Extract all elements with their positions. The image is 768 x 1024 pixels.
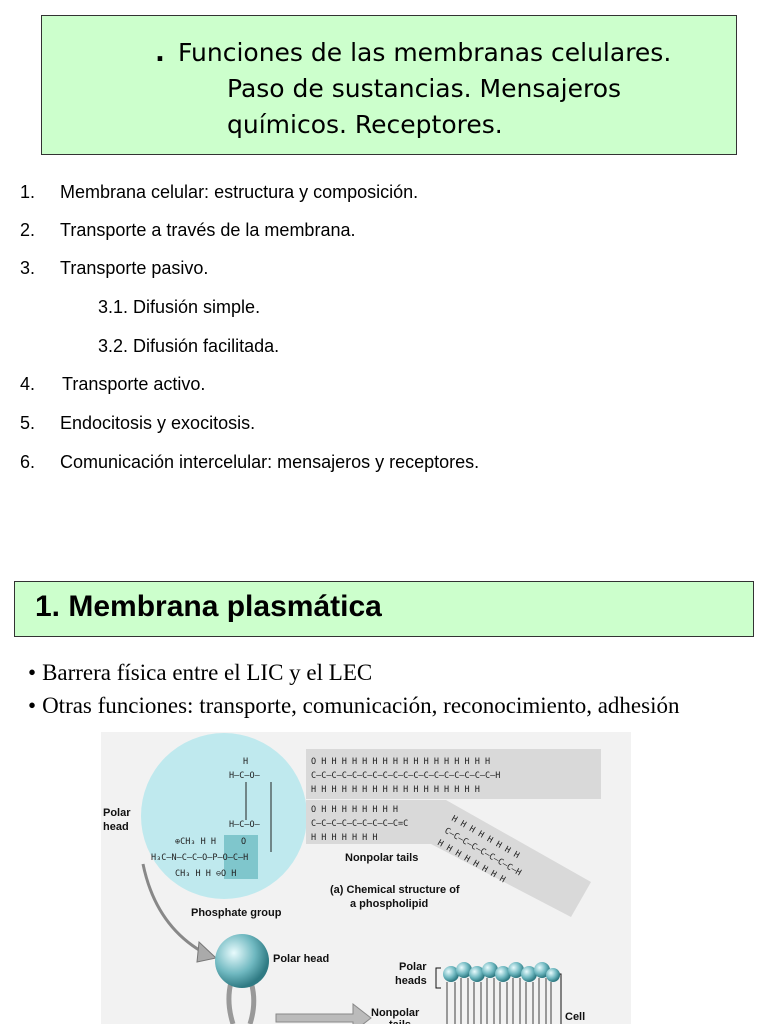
curved-arrow xyxy=(141,863,207,956)
bracket xyxy=(435,967,441,989)
bullet-item: •Otras funciones: transporte, comunicaci… xyxy=(28,689,679,722)
bullet-list: •Barrera física entre el LIC y el LEC •O… xyxy=(28,656,679,722)
caption-a: (a) Chemical structure of xyxy=(330,884,460,896)
chem-text: CH₃ H H ⊖O H xyxy=(175,869,236,879)
toc-number: 1. xyxy=(20,182,36,202)
toc-text: Transporte a través de la membrana. xyxy=(60,220,356,240)
toc-number: 4. xyxy=(20,374,36,394)
polar-head-sphere xyxy=(215,934,269,988)
nonpolar-tails-label: Nonpolar tails xyxy=(345,852,418,864)
title-bullet: . xyxy=(155,38,165,68)
nonpolar-label: Nonpolar xyxy=(371,1007,420,1019)
polar-heads-label: Polar xyxy=(399,961,427,973)
toc-number: 6. xyxy=(20,452,36,472)
bilayer-tails xyxy=(446,978,552,1024)
toc-text: Endocitosis y exocitosis. xyxy=(60,413,256,433)
tail-band-2 xyxy=(306,800,591,917)
phosphate-box xyxy=(224,835,258,879)
chem-text: C–C–C–C–C–C–C–C–C–C–C–C–C–C–C–C–C–C–H xyxy=(311,771,500,781)
section-heading-box: 1. Membrana plasmática xyxy=(14,581,754,637)
toc-number: 2. xyxy=(20,220,36,240)
tail-line xyxy=(226,981,236,1024)
tails-label: tails xyxy=(389,1019,411,1024)
chem-text: H H H H H H H H H H H H H H H H H xyxy=(311,785,480,795)
chem-text: H–C–O– xyxy=(229,771,261,781)
tail-band-1 xyxy=(306,749,601,799)
bilayer-heads xyxy=(443,962,560,982)
bullet-text: Barrera física entre el LIC y el LEC xyxy=(42,660,373,685)
chem-text: ⊕CH₃ H H xyxy=(175,837,216,847)
toc-text: Transporte pasivo. xyxy=(60,258,209,278)
toc-text: Comunicación intercelular: mensajeros y … xyxy=(60,452,480,472)
toc-subitem-text: 3.1. Difusión simple. xyxy=(98,297,261,317)
toc-text: Membrana celular: estructura y composici… xyxy=(60,182,419,202)
chem-text: H xyxy=(243,757,248,767)
title-box: . Funciones de las membranas celulares. … xyxy=(41,15,737,155)
chem-text: H₃C–N–C–C–O–P–O–C–H xyxy=(151,853,248,863)
title-line-2: Paso de sustancias. Mensajeros xyxy=(227,74,622,103)
chem-text: H–C–O– xyxy=(229,820,261,830)
chem-text: O H H H H H H H H xyxy=(311,805,398,815)
arrow-head xyxy=(196,940,218,963)
title-line-1: Funciones de las membranas celulares. xyxy=(178,38,672,67)
toc-text: Transporte activo. xyxy=(62,374,206,394)
bullet-dot: • xyxy=(28,693,37,718)
toc-subitem-text: 3.2. Difusión facilitada. xyxy=(98,336,280,356)
chem-text: O xyxy=(241,837,246,847)
cell-label: Cell xyxy=(565,1011,585,1023)
chem-text: O H H H H H H H H H H H H H H H H H xyxy=(311,757,490,767)
phosphate-label: Phosphate group xyxy=(191,907,282,919)
chem-text: C–C–C–C–C–C–C–C–C=C xyxy=(311,819,408,829)
bullet-dot: • xyxy=(28,660,37,685)
section-heading: 1. Membrana plasmática xyxy=(35,590,382,623)
title-line-3: químicos. Receptores. xyxy=(227,110,503,139)
polar-head-label: Polar xyxy=(103,807,131,819)
chem-text: H H H H H H H xyxy=(311,833,378,843)
tail-line xyxy=(247,981,257,1024)
bullet-text: Otras funciones: transporte, comunicació… xyxy=(42,693,680,718)
bullet-item: •Barrera física entre el LIC y el LEC xyxy=(28,656,679,689)
phospholipid-figure: H H–C–O– H–C–O– ⊕CH₃ H H H₃C–N–C–C–O–P–O… xyxy=(101,732,631,1024)
polar-head-region xyxy=(141,733,307,899)
straight-arrow xyxy=(275,1002,372,1024)
toc-number: 5. xyxy=(20,413,36,433)
phospholipid-diagram: H H–C–O– H–C–O– ⊕CH₃ H H H₃C–N–C–C–O–P–O… xyxy=(103,733,601,1024)
toc-number: 3. xyxy=(20,258,36,278)
polar-head-small-label: Polar head xyxy=(273,953,329,965)
polar-head-label: head xyxy=(103,821,129,833)
polar-heads-label: heads xyxy=(395,975,427,987)
bracket xyxy=(556,973,562,1024)
caption-a2: a phospholipid xyxy=(350,898,428,910)
